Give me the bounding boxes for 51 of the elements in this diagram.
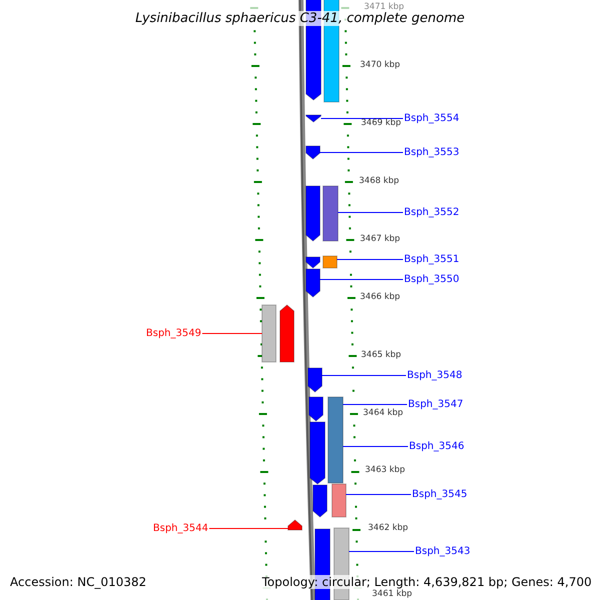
leader-line <box>338 212 404 213</box>
leader-line <box>322 375 406 376</box>
scale-label: 3468 kbp <box>359 176 400 187</box>
gene-label: Bsph_3554 <box>404 112 460 125</box>
scale-label: 3464 kbp <box>363 408 404 419</box>
gene-label: Bsph_3545 <box>412 488 468 501</box>
gene-label: Bsph_3544 <box>153 522 208 535</box>
scale-label: 3463 kbp <box>365 465 406 476</box>
scale-label: 3469 kbp <box>361 118 402 129</box>
gene-label: Bsph_3553 <box>404 146 460 159</box>
leader-line <box>348 551 414 552</box>
gene-label: Bsph_3551 <box>404 253 460 266</box>
gene-label: Bsph_3547 <box>408 398 464 411</box>
gene-block <box>312 484 328 518</box>
leader-line <box>320 152 404 153</box>
leader-line <box>342 446 408 447</box>
gene-label: Bsph_3550 <box>404 273 460 286</box>
leader-line <box>342 404 408 405</box>
genome-stats-text: Topology: circular; Length: 4,639,821 bp; Genes: 4,700 <box>262 575 592 589</box>
feature-bar <box>328 396 344 484</box>
leader-line <box>336 259 404 260</box>
feature-bar <box>322 186 338 242</box>
leader-line <box>320 279 404 280</box>
scale-label: 3466 kbp <box>360 292 400 303</box>
accession-text: Accession: NC_010382 <box>10 575 146 589</box>
gene-block <box>288 519 302 530</box>
scale-label: 3471 kbp <box>364 2 404 12</box>
gene-block <box>308 396 324 422</box>
leader-line <box>202 333 262 334</box>
scale-label: 3462 kbp <box>368 523 408 534</box>
feature-bar <box>262 304 276 362</box>
gene-block <box>308 368 322 393</box>
gene-label: Bsph_3552 <box>404 206 460 219</box>
scale-label: 3465 kbp <box>361 350 402 361</box>
gene-label: Bsph_3548 <box>407 369 462 382</box>
gene-block <box>306 146 320 160</box>
feature-bar <box>332 484 346 518</box>
scale-label: 3470 kbp <box>360 60 400 71</box>
gene-block <box>306 114 322 123</box>
feature-bar <box>322 256 338 268</box>
gene-block <box>280 304 294 362</box>
scale-label: 3467 kbp <box>360 234 400 245</box>
gene-label: Bsph_3546 <box>409 440 464 453</box>
genome-title: Lysinibacillus sphaericus C3-41, complete genome <box>135 11 465 26</box>
gene-label: Bsph_3549 <box>146 327 202 340</box>
gene-label: Bsph_3543 <box>415 545 470 558</box>
leader-line <box>320 118 404 119</box>
scale-label: 3461 kbp <box>372 589 412 600</box>
leader-line <box>208 528 288 529</box>
leader-line <box>346 494 412 495</box>
gene-block <box>306 186 320 242</box>
